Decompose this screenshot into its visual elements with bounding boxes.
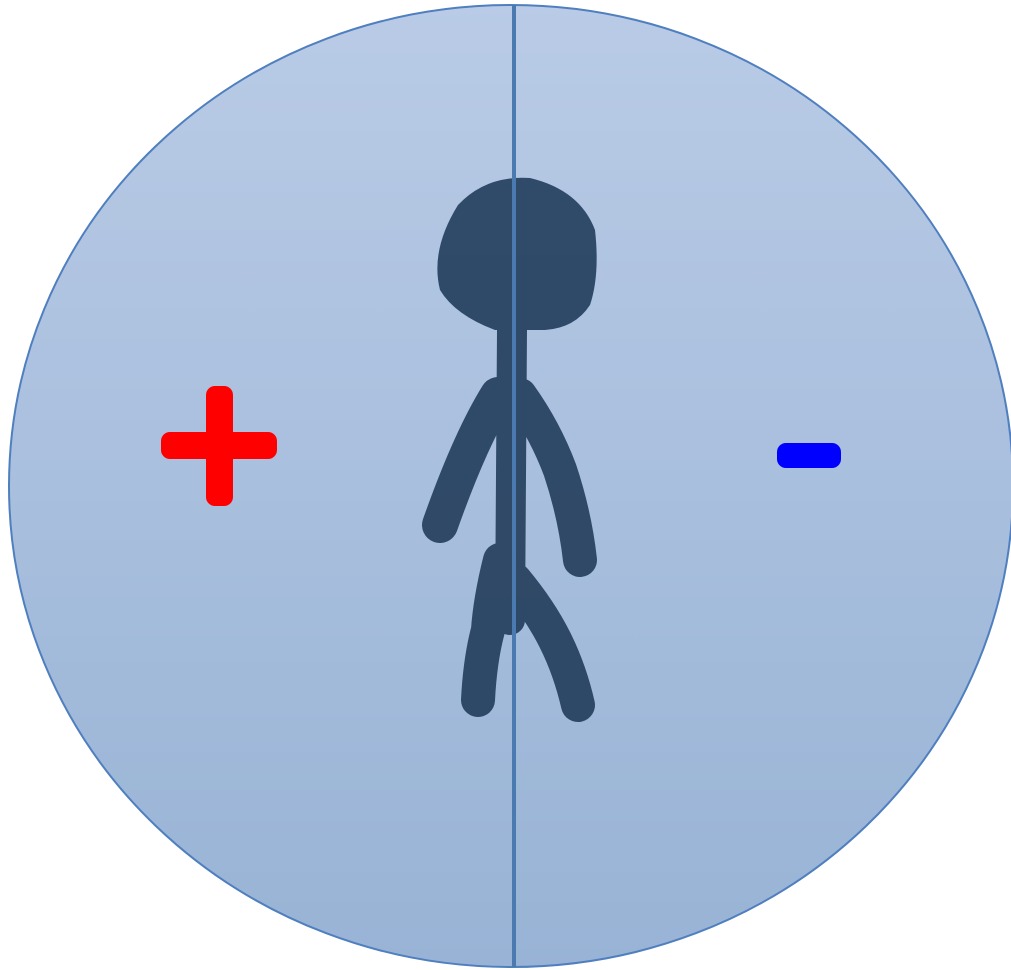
negative-sign-icon [777,443,841,468]
plus-vertical-bar [206,386,233,506]
